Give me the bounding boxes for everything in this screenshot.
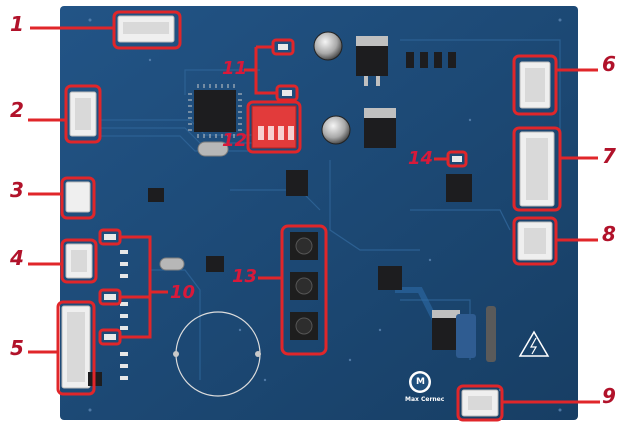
callout-8: 8 [602, 222, 616, 246]
inductor [456, 314, 476, 358]
callout-4: 4 [10, 246, 24, 270]
callout-2: 2 [10, 98, 24, 122]
connector-8 [517, 221, 553, 261]
ic-soic-lower [378, 266, 402, 290]
callout-6: 6 [602, 52, 616, 76]
crystal-small [159, 257, 185, 271]
callout-3: 3 [10, 178, 24, 202]
microcontroller-chip [188, 84, 242, 138]
callout-14: 14 [408, 148, 434, 169]
led-top [278, 44, 288, 50]
callout-12: 12 [222, 130, 248, 151]
transistor-left [148, 188, 164, 202]
callout-13: 13 [232, 266, 258, 287]
push-button-2 [290, 272, 318, 300]
callout-5: 5 [10, 336, 24, 360]
led-column-left [104, 234, 116, 340]
logo-emblem-icon [409, 371, 431, 393]
fuse [486, 306, 496, 362]
connector-6 [519, 61, 551, 109]
diode-array [406, 52, 456, 68]
connector-3 [65, 181, 91, 213]
pcb-board [60, 6, 578, 420]
crystal-oscillator [197, 141, 229, 157]
callout-7: 7 [602, 144, 616, 168]
callout-10: 10 [170, 282, 196, 303]
ic-dip8-center [286, 170, 308, 196]
connector-4 [65, 243, 93, 279]
connector-7 [519, 131, 555, 207]
connector-2 [69, 91, 97, 137]
callout-9: 9 [602, 384, 616, 408]
capacitor-middle [321, 115, 351, 145]
dip-switch [251, 105, 297, 149]
connector-1 [117, 15, 175, 43]
regulator-2 [364, 108, 396, 148]
capacitor-top [313, 31, 343, 61]
led-right [452, 156, 462, 162]
push-button-3 [290, 312, 318, 340]
regulator-1 [356, 36, 388, 86]
smd-resistor-column [120, 250, 128, 380]
regulator-3 [432, 310, 460, 350]
logo-letter: M [416, 377, 425, 387]
annotation-frames [28, 10, 600, 422]
logo-name: Max Cernec [405, 396, 445, 403]
connector-9 [461, 389, 499, 417]
callout-1: 1 [10, 12, 24, 36]
callout-11: 11 [222, 58, 248, 79]
ic-soic-right [446, 174, 472, 202]
ic-soic-small [206, 256, 224, 272]
push-button-1 [290, 232, 318, 260]
buzzer-footprint [173, 311, 261, 397]
hazard-triangle-icon [518, 330, 550, 357]
led-middle [282, 90, 292, 96]
connector-5 [61, 305, 91, 389]
